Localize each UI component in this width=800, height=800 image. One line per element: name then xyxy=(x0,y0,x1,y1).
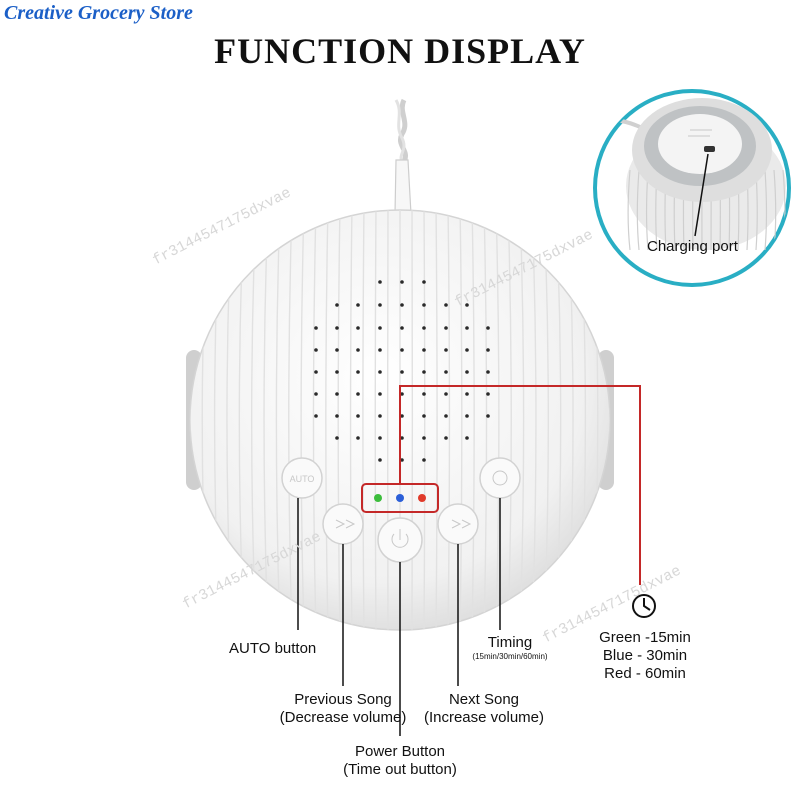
charging-port-label: Charging port xyxy=(647,238,738,255)
next-song-title: Next Song xyxy=(448,691,520,708)
timer-icon xyxy=(492,470,508,486)
power-button-label: Power Button (Time out button) xyxy=(330,743,470,779)
previous-song-label: Previous Song (Decrease volume) xyxy=(258,691,428,727)
led-callout-line xyxy=(399,385,641,585)
power-icon xyxy=(391,529,409,548)
previous-song-subtitle: (Decrease volume) xyxy=(279,709,407,726)
speaker-grille xyxy=(314,280,490,462)
previous-icon xyxy=(335,519,356,529)
timing-title: Timing xyxy=(487,634,533,651)
auto-icon: AUTO xyxy=(290,474,315,484)
clock-icon xyxy=(632,594,656,618)
page-title: FUNCTION DISPLAY xyxy=(214,31,586,71)
timer-legend-green: Green -15min xyxy=(599,629,691,646)
led-red xyxy=(418,494,426,502)
auto-button-label: AUTO button xyxy=(229,640,317,657)
auto-button[interactable] xyxy=(281,457,323,499)
next-song-button[interactable] xyxy=(437,503,479,545)
next-song-subtitle: (Increase volume) xyxy=(423,709,545,726)
timer-legend-red: Red - 60min xyxy=(604,665,686,682)
power-button-title: Power Button xyxy=(354,743,446,760)
timing-subtitle: (15min/30min/60min) xyxy=(472,652,548,661)
timer-legend: Green -15min Blue - 30min Red - 60min xyxy=(585,629,705,683)
next-song-label: Next Song (Increase volume) xyxy=(412,691,556,727)
timing-label: Timing (15min/30min/60min) xyxy=(462,634,558,662)
led-blue xyxy=(396,494,404,502)
timer-legend-blue: Blue - 30min xyxy=(602,647,688,664)
leader-lines xyxy=(297,498,501,736)
next-icon xyxy=(451,519,472,529)
power-button-subtitle: (Time out button) xyxy=(343,761,457,778)
timing-button[interactable] xyxy=(479,457,521,499)
brand-logo-text: Creative Grocery Store xyxy=(4,2,193,24)
led-green xyxy=(374,494,382,502)
previous-song-title: Previous Song xyxy=(294,691,392,708)
charging-port-inset xyxy=(593,89,791,287)
